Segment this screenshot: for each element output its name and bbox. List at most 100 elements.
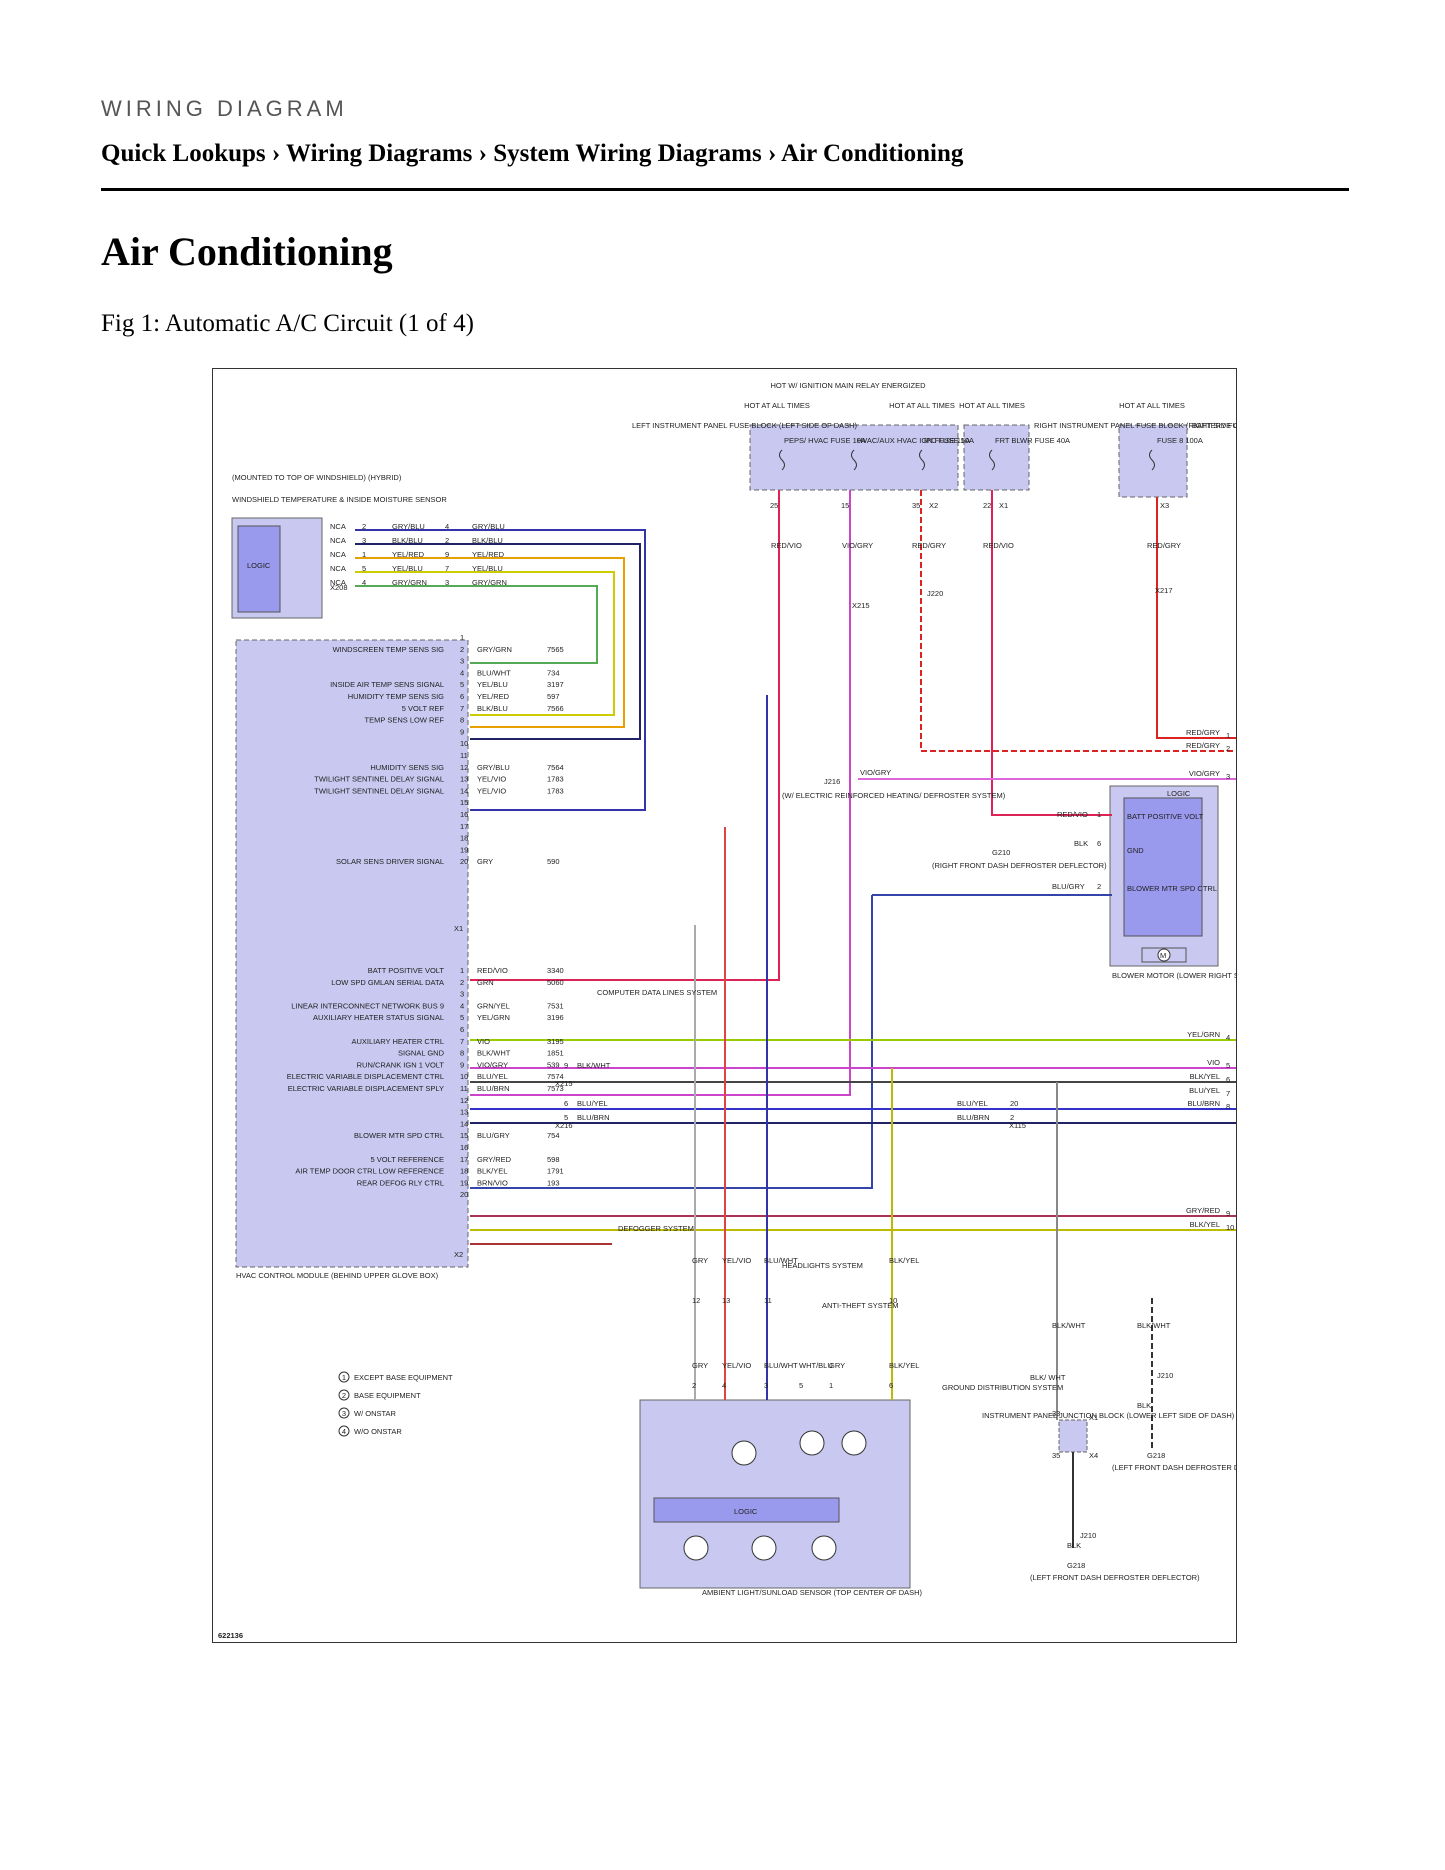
windshield-temp-sensor: [231, 517, 323, 619]
ambient-pin-number: 3: [764, 1381, 768, 1390]
sensor-wire: GRY/BLU: [392, 522, 425, 531]
hvac-pin-number: 1: [460, 966, 464, 975]
hvac-wire-color: YEL/VIO: [477, 775, 506, 784]
hvac-pin-number: 4: [460, 668, 464, 677]
hvac-wire-color: VIO: [477, 1037, 490, 1046]
hvac-pin-label: REAR DEFOG RLY CTRL: [357, 1178, 444, 1187]
ambient-logic: LOGIC: [734, 1507, 758, 1516]
hvac-pin-number: 7: [460, 1037, 464, 1046]
label-left-ip-fuse-block: LEFT INSTRUMENT PANEL FUSE BLOCK (LEFT S…: [632, 421, 858, 430]
diagram-frame: [212, 368, 1237, 1643]
nca-label: NCA: [330, 536, 346, 545]
sensor-wire: YEL/RED: [392, 550, 425, 559]
conn-x1: X1: [999, 501, 1008, 510]
blower-pin: 1: [1097, 810, 1101, 819]
legend-marker: [338, 1407, 350, 1419]
nca-label: NCA: [330, 522, 346, 531]
blower-name: BLOWER MOTOR (LOWER RIGHT SIDE OF HVAC M…: [1112, 971, 1237, 980]
hvac-control-module: [235, 639, 469, 1268]
fuse-label: IPC FUSE 10A: [924, 436, 974, 445]
hvac-pin-number: 10: [460, 739, 468, 748]
ambient-pin-number: 5: [799, 1381, 803, 1390]
right-edge-number: 10: [1226, 1223, 1234, 1232]
breadcrumb[interactable]: Quick Lookups › Wiring Diagrams › System…: [101, 140, 964, 167]
conn-x3: X3: [1160, 501, 1169, 510]
ambient-wire-color: BLK/YEL: [889, 1361, 919, 1370]
hvac-pin-number: 15: [460, 798, 468, 807]
ambient-pin-number: 12: [692, 1296, 700, 1305]
hvac-circuit-number: 3340: [547, 966, 564, 975]
right-edge-wire: RED/GRY: [1186, 728, 1220, 737]
legend-text: W/ ONSTAR: [354, 1409, 397, 1418]
fuse-wire: RED/VIO: [983, 541, 1014, 550]
right-edge-wire: YEL/GRN: [1187, 1030, 1220, 1039]
ambient-pin-number: 4: [722, 1381, 726, 1390]
right-edge-number: 6: [1226, 1075, 1230, 1084]
sensor-logic: LOGIC: [247, 561, 271, 570]
splice-j220: J220: [927, 589, 943, 598]
hvac-wire-color: GRY/RED: [477, 1155, 512, 1164]
hvac-pin-number: 12: [460, 763, 468, 772]
anti-theft-system: ANTI-THEFT SYSTEM: [822, 1301, 899, 1310]
hvac-pin-number: 3: [460, 990, 464, 999]
blower-m: M: [1160, 951, 1166, 960]
right-edge-wire: VIO: [1207, 1058, 1220, 1067]
j216-label: J216: [824, 777, 840, 786]
hvac-pin-label: SOLAR SENS DRIVER SIGNAL: [336, 857, 444, 866]
legend-text: W/O ONSTAR: [354, 1427, 402, 1436]
inline-wire: BLU/BRN: [577, 1113, 610, 1122]
sensor-pin: 4: [362, 578, 366, 587]
blower-pin: 2: [1097, 882, 1101, 891]
hvac-pin-number: 6: [460, 1025, 464, 1034]
hvac-pin-number: 20: [460, 1190, 468, 1199]
hvac-wire-color: BLK/YEL: [477, 1167, 507, 1176]
ambient-wire-color: BLU/WHT: [764, 1256, 798, 1265]
blower-motor: [1109, 785, 1219, 967]
right-edge-number: 5: [1226, 1061, 1230, 1070]
hvac-module-name: HVAC CONTROL MODULE (BEHIND UPPER GLOVE …: [236, 1271, 439, 1280]
g218-desc: (LEFT FRONT DASH DEFROSTER DEFLECTOR): [1112, 1463, 1237, 1472]
hvac-pin-number: 18: [460, 1167, 468, 1176]
hvac-pin-label: WINDSCREEN TEMP SENS SIG: [333, 645, 445, 654]
hvac-circuit-number: 5060: [547, 978, 564, 987]
hvac-circuit-number: 539: [547, 1060, 560, 1069]
hvac-circuit-number: 7531: [547, 1001, 564, 1010]
right-edge-wire: VIO/GRY: [1189, 769, 1220, 778]
hvac-circuit-number: 754: [547, 1131, 560, 1140]
right-edge-wire: BLU/BRN: [1187, 1099, 1220, 1108]
ambient-wire-color: YEL/VIO: [722, 1361, 751, 1370]
label-hot-w-ign: HOT W/ IGNITION MAIN RELAY ENERGIZED: [770, 381, 926, 390]
defogger-system: DEFOGGER SYSTEM: [618, 1224, 694, 1233]
hvac-pin-number: 2: [460, 978, 464, 987]
legend-text: BASE EQUIPMENT: [354, 1391, 421, 1400]
hvac-pin-label: HUMIDITY SENS SIG: [370, 763, 444, 772]
hvac-pin-number: 8: [460, 716, 464, 725]
hvac-pin-number: 17: [460, 822, 468, 831]
conn-x1: X1: [454, 924, 463, 933]
ambient-wire-color: WHT/BLU: [799, 1361, 833, 1370]
hvac-pin-label: TWILIGHT SENTINEL DELAY SIGNAL: [314, 786, 444, 795]
hvac-pin-number: 11: [460, 751, 468, 760]
hvac-wire-color: GRY/GRN: [477, 645, 512, 654]
hvac-circuit-number: 193: [547, 1178, 560, 1187]
wire-blk: BLK: [1074, 839, 1088, 848]
right-edge-number: 3: [1226, 772, 1230, 781]
hvac-pin-number: 13: [460, 775, 468, 784]
hvac-pin-number: 20: [460, 857, 468, 866]
conn-x2: X2: [929, 501, 938, 510]
legend-marker: [338, 1389, 350, 1401]
hvac-pin-number: 11: [460, 1084, 468, 1093]
wire-blu-gry: BLU/GRY: [1052, 882, 1085, 891]
fuse-wire: RED/GRY: [912, 541, 946, 550]
hvac-circuit-number: 1783: [547, 786, 564, 795]
battery-fuse-block: [1118, 424, 1188, 498]
j210-label: J210: [1080, 1531, 1096, 1540]
conn-x215: X215: [852, 601, 870, 610]
fuse-label: HVAC/AUX HVAC IGN FUSE 15A: [857, 436, 970, 445]
hvac-wire-color: YEL/GRN: [477, 1013, 510, 1022]
hvac-circuit-number: 1851: [547, 1049, 564, 1058]
pin-33: 33: [1052, 1409, 1060, 1418]
